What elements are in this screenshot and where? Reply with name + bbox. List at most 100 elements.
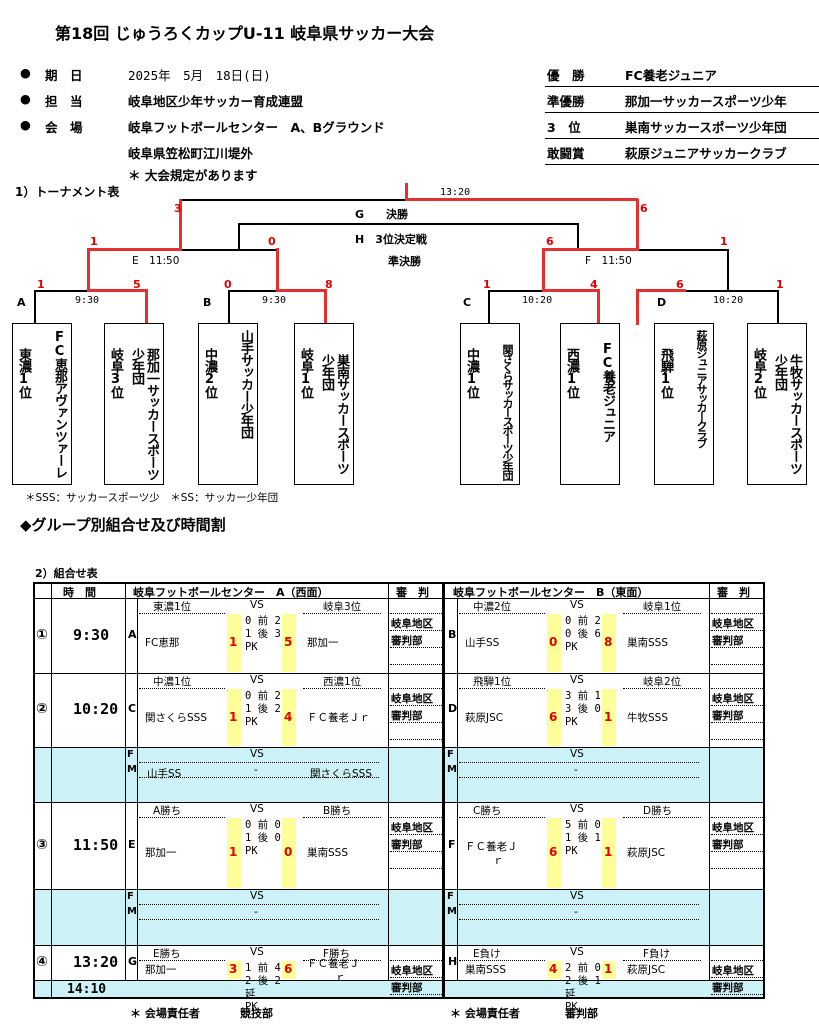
- vs-label: VS: [250, 748, 264, 760]
- period-score: 0 前 2: [245, 690, 281, 702]
- referee-2: 審判部: [712, 982, 744, 994]
- seed-2: F勝ち: [323, 948, 351, 960]
- referee-2: 審判部: [391, 839, 423, 851]
- group-a-time: 9:30: [75, 295, 100, 306]
- team-score: 1: [37, 278, 45, 291]
- period-score: 1 後 2: [245, 703, 281, 715]
- fm-label: M: [127, 906, 137, 917]
- period-score: 2 前 0: [565, 962, 601, 974]
- match-time: 9:30: [73, 625, 110, 644]
- team-2: 巣南SSS: [627, 637, 668, 649]
- info-value-venue: 岐阜フットボールセンター A、Bグラウンド: [128, 120, 385, 135]
- seed-2: 岐阜1位: [643, 601, 682, 613]
- vs-label: VS: [570, 748, 584, 760]
- team-seed: 岐阜1位: [298, 348, 313, 398]
- referee-2: 審判部: [712, 635, 744, 647]
- team-box: 萩原ジュニアサッカークラブ 飛騨1位: [654, 323, 714, 485]
- team-2-cont: ｒ: [335, 972, 346, 984]
- period-score: 0 前 2: [565, 615, 601, 627]
- vs-label: VS: [250, 890, 264, 902]
- f-score-left: 6: [546, 235, 554, 248]
- third-place-label: H 3位決定戦: [355, 233, 427, 246]
- referee-1: 岐阜地区: [712, 693, 754, 705]
- period-score: 3 前 1: [565, 690, 601, 702]
- period-score: 2 後 1: [565, 975, 601, 987]
- dash-label: -: [254, 906, 258, 918]
- team-score: 5: [133, 278, 141, 291]
- bracket-heading: 1）トーナメント表: [15, 185, 120, 199]
- vs-label: VS: [570, 890, 584, 902]
- group-label: H: [448, 954, 458, 968]
- seed-1: 中濃1位: [153, 676, 192, 688]
- referee-1: 岐阜地区: [712, 965, 754, 977]
- seed-1: A勝ち: [153, 805, 182, 817]
- score-2: 1: [604, 709, 613, 724]
- vs-label: VS: [570, 946, 584, 958]
- team-seed: 岐阜3位: [108, 348, 123, 398]
- team-2: 萩原JSC: [627, 847, 666, 859]
- fm-label: M: [127, 764, 137, 775]
- f-score-right: 1: [720, 235, 728, 248]
- referee-2: 審判部: [712, 839, 744, 851]
- score-1: 1: [229, 635, 238, 649]
- score-2: 0: [284, 845, 293, 859]
- team-1: FC恵那: [145, 637, 180, 649]
- info-value-date: 2025年 5月 18日(日): [128, 68, 271, 83]
- match-number: ④: [36, 953, 48, 970]
- period-score: 5 前 0: [565, 819, 601, 831]
- period-score: PK: [245, 1001, 258, 1013]
- score-2: 1: [604, 845, 613, 859]
- info-label-date: 期 日: [45, 68, 83, 83]
- team-name: 那加一サッカースポーツ少年団: [129, 348, 159, 480]
- table-heading: 2）組合せ表: [35, 567, 98, 580]
- team-2: 那加一: [307, 637, 339, 649]
- match-time: 13:20: [73, 952, 119, 971]
- team-name: 山手サッカー少年団: [238, 330, 253, 438]
- team-1: 萩原JSC: [465, 711, 504, 724]
- final-score-right: 6: [640, 202, 648, 215]
- group-c-time: 10:20: [522, 295, 553, 306]
- period-score: 0 前 2: [245, 615, 281, 627]
- vs-label: VS: [570, 803, 584, 815]
- match-number: ②: [36, 701, 48, 717]
- team-2: 牛牧SSS: [627, 711, 668, 724]
- period-score: PK: [565, 1001, 578, 1013]
- team-box: 関さくらサッカースポーツ少年団 中濃1位: [460, 323, 520, 485]
- dash-label: -: [574, 764, 578, 776]
- footer-label-b: ＊ 会場責任者: [450, 1007, 520, 1020]
- seed-1: 中濃2位: [473, 601, 512, 613]
- team-name: FC養老ジュニア: [600, 342, 615, 442]
- vs-label: VS: [250, 599, 264, 611]
- seed-1: 東濃1位: [153, 601, 192, 613]
- fm-label: F: [447, 749, 454, 760]
- score-1: 6: [549, 709, 558, 724]
- group-label: B: [448, 627, 457, 641]
- award-third: 巣南サッカースポーツ少年団: [625, 120, 787, 135]
- award-label: 優 勝: [547, 68, 585, 83]
- score-2: 4: [284, 709, 293, 724]
- group-label: F: [448, 837, 456, 851]
- score-2: 6: [284, 962, 293, 976]
- team-2: ＦＣ養老Ｊｒ: [307, 711, 370, 724]
- team-score: 0: [224, 278, 232, 291]
- team-name: 巣南サッカースポーツ少年団: [319, 354, 349, 474]
- score-2: 1: [604, 962, 613, 976]
- vs-label: VS: [570, 599, 584, 611]
- group-label: A: [128, 627, 137, 641]
- footer-value-b: 審判部: [565, 1007, 598, 1020]
- section-heading: ◆グループ別組合せ及び時間割: [20, 516, 226, 534]
- period-score: 1 後 3: [245, 628, 281, 640]
- group-d-label: D: [657, 296, 667, 309]
- match-time: 10:20: [73, 700, 119, 718]
- info-label-venue: 会 場: [45, 120, 83, 135]
- team-1: 関さくらSSS: [145, 711, 207, 724]
- referee-1: 岐阜地区: [391, 618, 433, 630]
- final-label: G 決勝: [355, 208, 409, 221]
- award-label: 敢闘賞: [547, 146, 585, 161]
- team-box: 巣南サッカースポーツ少年団 岐阜1位: [294, 323, 354, 485]
- page-title: 第18回 じゅうろくカップU-11 岐阜県サッカー大会: [55, 24, 435, 43]
- fm-label: M: [447, 906, 457, 917]
- group-b-time: 9:30: [262, 295, 287, 306]
- dash-label: -: [254, 764, 258, 776]
- period-score: 0 後 6: [565, 628, 601, 640]
